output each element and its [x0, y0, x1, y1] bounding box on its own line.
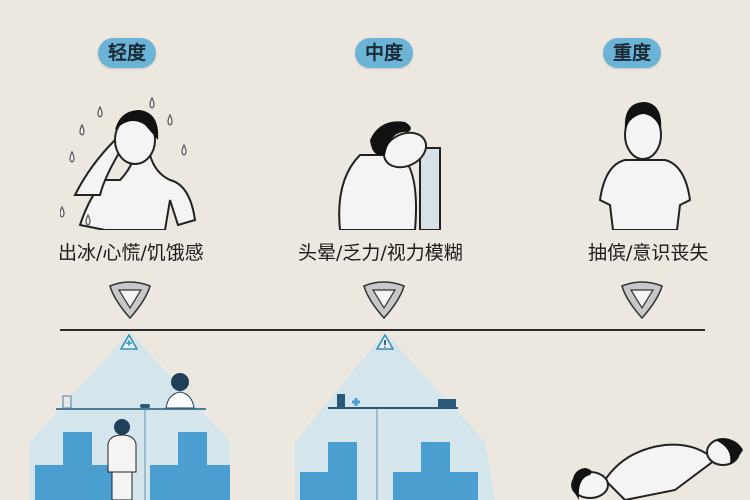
stage-severe: 重度 抽傧/意识丧失 — [500, 0, 750, 500]
stage-label-mild: 轻度 — [98, 38, 157, 68]
collapsed-person-illustration — [571, 438, 743, 500]
stage-label-moderate: 中度 — [355, 38, 414, 68]
stage-mild: 轻度 出冰/心慌/饥饿感 — [0, 0, 250, 500]
clinic-doors-illustration — [295, 332, 495, 500]
warning-icon — [120, 334, 138, 350]
symptoms-moderate: 头晕/乏力/视力模糊 — [298, 242, 463, 264]
sweating-woman-illustration — [60, 96, 197, 230]
symptoms-severe: 抽傧/意识丧失 — [588, 242, 709, 264]
clinic-scene-illustration — [30, 332, 230, 500]
triangle-marker-icon — [109, 281, 151, 320]
unconscious-woman-illustration — [598, 102, 692, 230]
triangle-marker-icon — [363, 281, 405, 320]
symptoms-mild: 出冰/心慌/饥饿感 — [58, 242, 204, 264]
warning-icon — [376, 334, 394, 350]
timeline-divider — [60, 329, 705, 331]
stage-moderate: 中度 头晕/乏力/视力模糊 — [250, 0, 500, 500]
dizzy-woman-illustration — [338, 121, 441, 230]
stage-label-severe: 重度 — [603, 38, 662, 68]
triangle-marker-icon — [621, 281, 663, 320]
